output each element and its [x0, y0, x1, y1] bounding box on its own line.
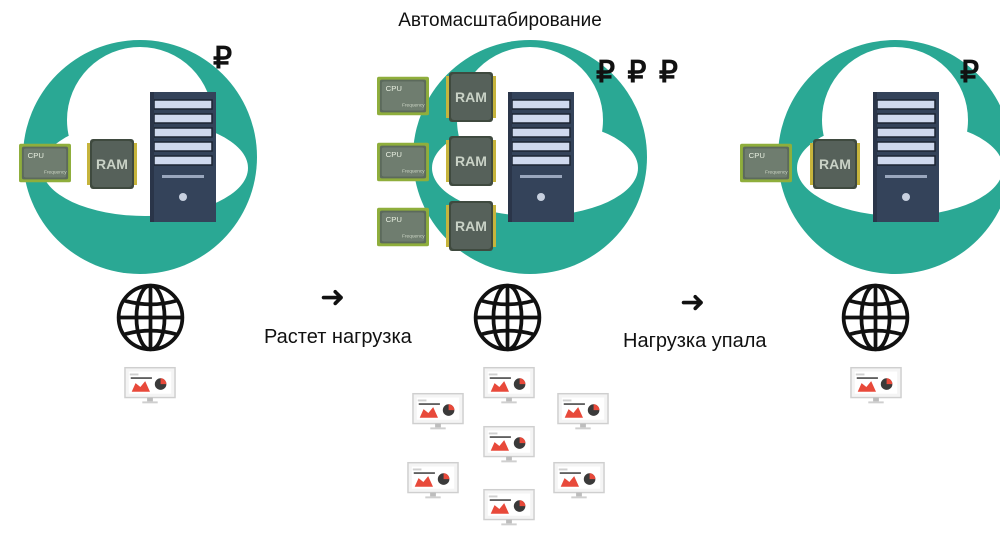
ruble-icon: ₽ [213, 42, 233, 75]
ram-chip-icon [446, 72, 496, 122]
arrow-right-icon: ➜ [320, 281, 346, 314]
monitor-icon [557, 392, 609, 432]
ram-chip-icon [446, 136, 496, 186]
globe-icon [838, 280, 913, 355]
stage-after: ₽ [730, 0, 1000, 539]
arrow-right-icon: ➜ [680, 286, 706, 319]
ruble-icon: ₽ ₽ ₽ [596, 56, 680, 89]
server-icon [873, 92, 939, 222]
monitor-icon [553, 461, 605, 501]
server-icon [508, 92, 574, 222]
ruble-icon: ₽ [960, 56, 980, 89]
monitor-icon [850, 366, 902, 406]
transition-label-load-up: Растет нагрузка [264, 326, 412, 348]
monitor-icon [412, 392, 464, 432]
transition-label-load-down: Нагрузка упала [623, 330, 767, 352]
cpu-chip-icon [377, 140, 429, 184]
monitor-icon [124, 366, 176, 406]
cpu-chip-icon [377, 74, 429, 118]
monitor-icon [483, 366, 535, 406]
stage-before: ₽ [0, 0, 260, 539]
cpu-chip-icon [740, 141, 792, 185]
cpu-chip-icon [19, 141, 71, 185]
diagram-title: Автомасштабирование [398, 10, 602, 31]
stage-scaled-up: ₽ ₽ ₽ [370, 0, 700, 539]
ram-chip-icon [446, 201, 496, 251]
monitor-icon [407, 461, 459, 501]
monitor-icon [483, 488, 535, 528]
server-icon [150, 92, 216, 222]
cpu-chip-icon [377, 205, 429, 249]
ram-chip-icon [87, 139, 137, 189]
globe-icon [113, 280, 188, 355]
ram-chip-icon [810, 139, 860, 189]
monitor-icon [483, 425, 535, 465]
globe-icon [470, 280, 545, 355]
